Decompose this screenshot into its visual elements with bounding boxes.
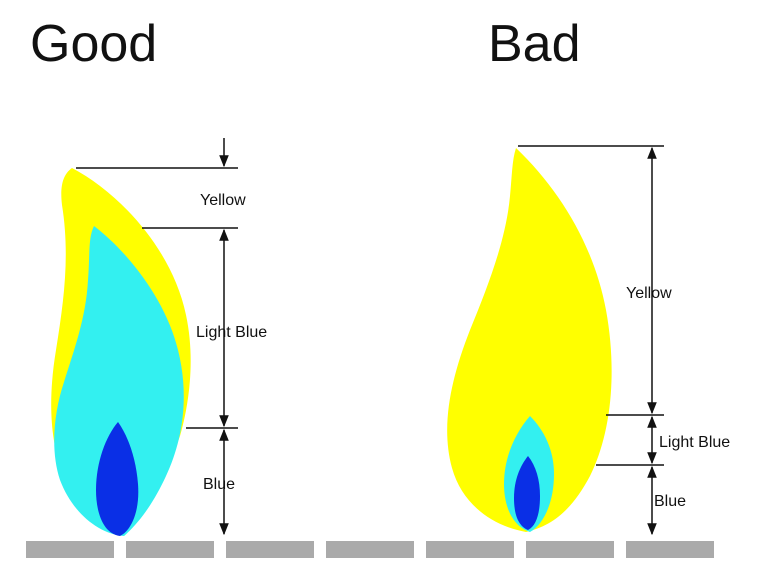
bad-flame-blue-core: [514, 456, 540, 530]
burner-segment: [526, 541, 614, 558]
bad-yellow-label: Yellow: [626, 285, 672, 302]
good-flame-title: Good: [30, 15, 158, 73]
good-flame-light-blue: [54, 226, 184, 536]
good-flame: [51, 168, 191, 536]
burner-segment: [426, 541, 514, 558]
bad-flame-measurements: [518, 145, 664, 536]
good-flame-blue-core: [96, 422, 139, 536]
good-light-blue-label: Light Blue: [196, 324, 267, 341]
burner-segment: [226, 541, 314, 558]
bad-flame-yellow: [447, 148, 612, 532]
burner-strip: [26, 541, 714, 558]
good-blue-label: Blue: [203, 476, 235, 493]
bad-light-blue-label: Light Blue: [659, 434, 730, 451]
burner-segment: [626, 541, 714, 558]
burner-segment: [126, 541, 214, 558]
bad-blue-label: Blue: [654, 493, 686, 510]
bad-flame: [447, 148, 612, 532]
good-yellow-label: Yellow: [200, 192, 246, 209]
bad-flame-title: Bad: [488, 15, 581, 73]
good-flame-measurements: [76, 138, 238, 536]
burner-segment: [326, 541, 414, 558]
burner-segment: [26, 541, 114, 558]
